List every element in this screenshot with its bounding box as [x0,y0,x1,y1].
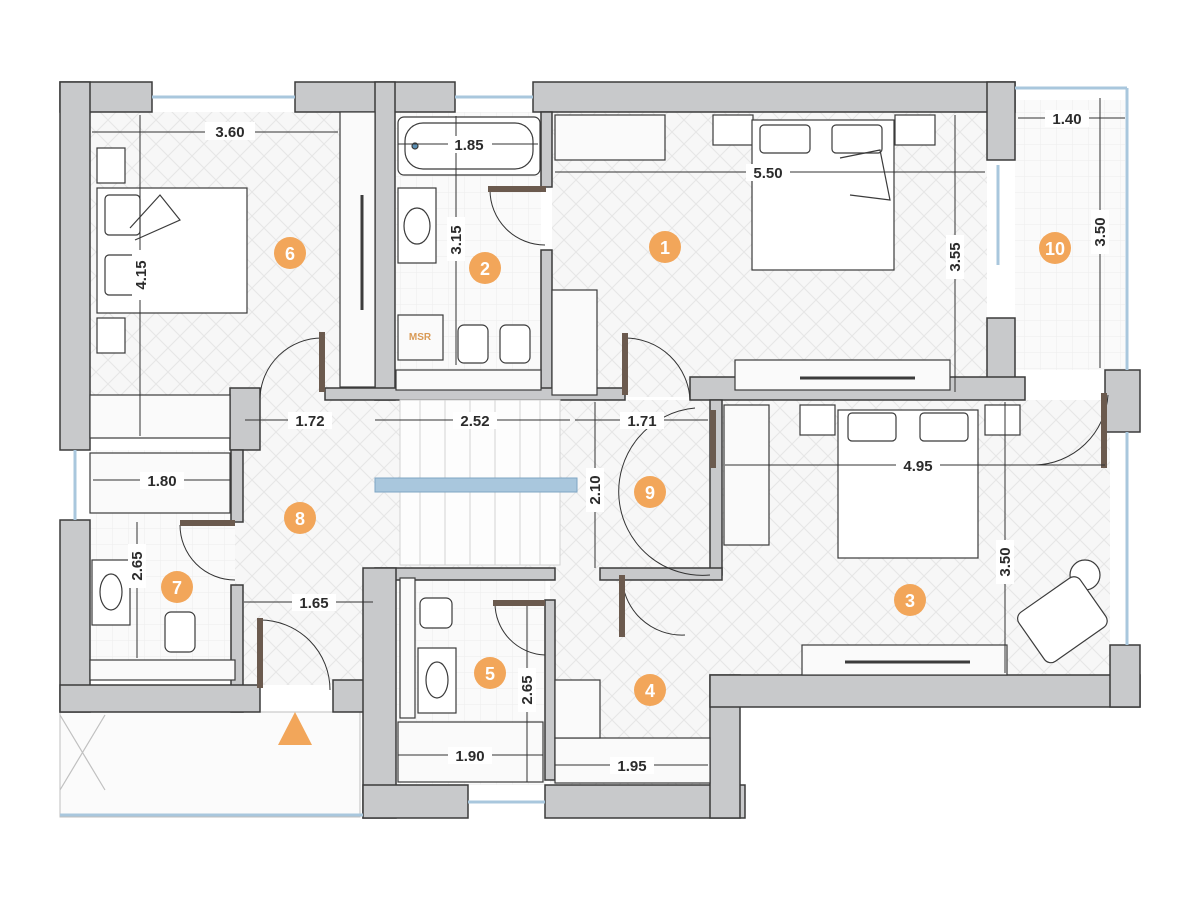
dim-hall-left: 1.72 [295,413,324,430]
dim-room3-width: 4.95 [903,458,932,475]
dim-room1-width: 5.50 [753,165,782,182]
room-badge-10: 10 [1039,232,1071,264]
doors [179,186,1109,691]
double-bed-icon [751,119,895,271]
svg-text:8: 8 [295,509,305,529]
room-badges: 1 2 3 4 5 6 7 8 9 10 [161,231,1071,706]
room-badge-5: 5 [474,657,506,689]
room-badge-4: 4 [634,674,666,706]
svg-text:10: 10 [1045,239,1065,259]
room-badge-3: 3 [894,584,926,616]
toilet-icon [457,324,531,364]
svg-text:4: 4 [645,681,655,701]
dim-hall-right: 1.71 [627,413,656,430]
dim-room10-height: 3.50 [1092,217,1109,246]
sink-icon [403,207,431,245]
dim-corridor-width: 1.65 [299,595,328,612]
msr-label: MSR [409,332,432,343]
entrance-arrow-icon [278,712,312,745]
dim-room4-width: 1.95 [617,758,646,775]
svg-text:9: 9 [645,483,655,503]
dim-hall-mid: 2.52 [460,413,489,430]
double-bed-icon [96,187,248,314]
dim-room7-height: 2.65 [129,551,146,580]
room-badge-2: 2 [469,252,501,284]
room-badge-1: 1 [649,231,681,263]
svg-text:1: 1 [660,238,670,258]
windows [60,86,1129,817]
room-badge-8: 8 [284,502,316,534]
dim-room2-width: 1.85 [454,137,483,154]
armchair-icon [1017,576,1108,664]
dim-room6-height: 4.15 [133,260,150,289]
room-badge-9: 9 [634,476,666,508]
furniture [59,111,1108,791]
svg-text:3: 3 [905,591,915,611]
svg-text:2: 2 [480,259,490,279]
svg-text:5: 5 [485,664,495,684]
dim-room5-height: 2.65 [519,675,536,704]
dim-room6-width: 3.60 [215,124,244,141]
svg-text:6: 6 [285,244,295,264]
dim-room7-width: 1.80 [147,473,176,490]
svg-text:7: 7 [172,578,182,598]
room-badge-7: 7 [161,571,193,603]
dim-room9-height: 2.10 [587,475,604,504]
dim-room1-height: 3.55 [947,242,964,271]
room-badge-6: 6 [274,237,306,269]
dim-room3-height: 3.50 [997,547,1014,576]
dim-room10-width: 1.40 [1052,111,1081,128]
dim-room2-height: 3.15 [448,225,465,254]
dim-room5-width: 1.90 [455,748,484,765]
dimension-labels: 3.60 4.15 1.85 3.15 5.50 3.55 1.40 3.50 … [128,110,1109,775]
